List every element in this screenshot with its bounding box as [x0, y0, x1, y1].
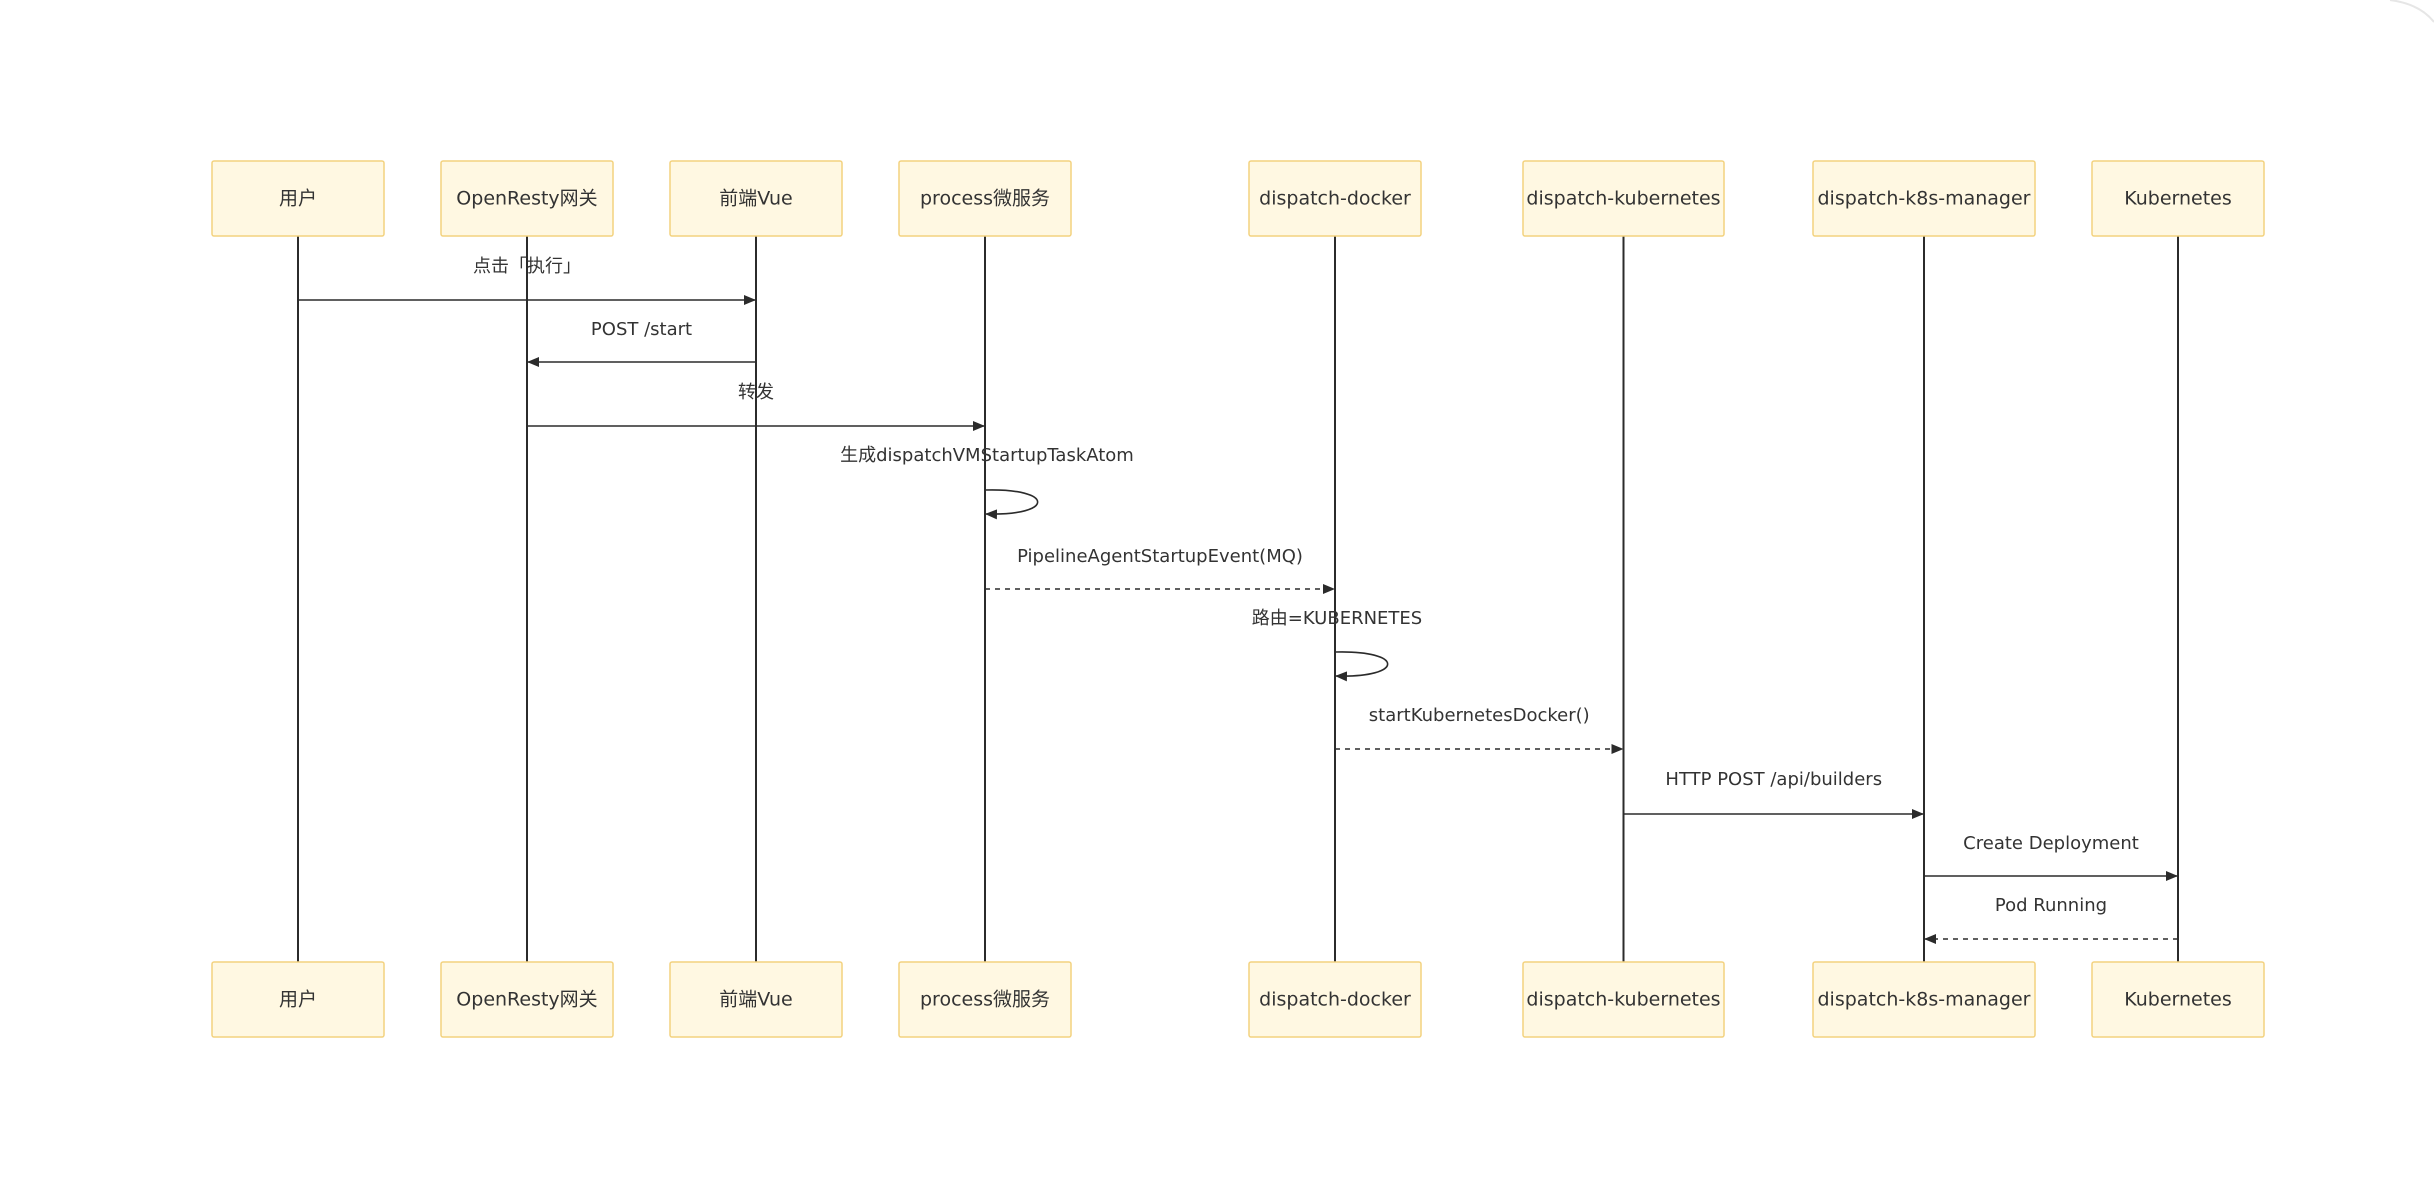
- participant-footer-row: 用户 OpenResty网关 前端Vue process微服务 dispatch-doc…: [211, 961, 2265, 1038]
- message-label: startKubernetesDocker(): [1369, 705, 1590, 726]
- participant-box-bottom-frontend: 前端Vue: [669, 961, 843, 1038]
- participant-box-bottom-process: process微服务: [898, 961, 1072, 1038]
- participant-label-user: 用户: [279, 989, 317, 1011]
- participant-box-rect: [440, 160, 614, 237]
- participant-box-rect: [1812, 961, 2036, 1038]
- message-label: PipelineAgentStartupEvent(MQ): [1017, 546, 1303, 567]
- participant-box-rect: [669, 961, 843, 1038]
- participant-box-bottom-openresty: OpenResty网关: [440, 961, 614, 1038]
- participant-box-bottom-user: 用户: [211, 961, 385, 1038]
- participant-box-rect: [211, 160, 385, 237]
- participant-box-rect: [440, 961, 614, 1038]
- message-label: Create Deployment: [1963, 833, 2139, 854]
- corner-decoration: [2389, 0, 2434, 23]
- self-message-arrow: [984, 489, 1039, 520]
- participant-label-frontend: 前端Vue: [719, 188, 792, 210]
- message-10: Pod Running: [1924, 895, 2178, 944]
- participant-label-kubernetes: Kubernetes: [2124, 188, 2232, 210]
- participant-box-top-dispatch-kubernetes: dispatch-kubernetes: [1522, 160, 1725, 237]
- participant-box-rect: [1522, 160, 1725, 237]
- lifelines: [297, 236, 2179, 962]
- participant-header-row: 用户 OpenResty网关 前端Vue process微服务 dispatch-doc…: [211, 160, 2265, 237]
- participant-label-process: process微服务: [920, 989, 1050, 1011]
- participant-box-top-dispatch-docker: dispatch-docker: [1248, 160, 1422, 237]
- participant-label-openresty: OpenResty网关: [456, 989, 597, 1011]
- participant-box-rect: [211, 961, 385, 1038]
- message-label: Pod Running: [1995, 895, 2107, 916]
- participant-box-top-kubernetes: Kubernetes: [2091, 160, 2265, 237]
- participant-box-top-user: 用户: [211, 160, 385, 237]
- message-8: HTTP POST /api/builders: [1623, 769, 1924, 819]
- participant-box-rect: [2091, 160, 2265, 237]
- participant-box-rect: [898, 160, 1072, 237]
- participant-label-dispatch-docker: dispatch-docker: [1259, 989, 1411, 1011]
- participant-box-top-openresty: OpenResty网关: [440, 160, 614, 237]
- participant-label-openresty: OpenResty网关: [456, 188, 597, 210]
- message-5: PipelineAgentStartupEvent(MQ): [985, 546, 1335, 594]
- participant-box-rect: [1522, 961, 1725, 1038]
- participant-box-rect: [1812, 160, 2036, 237]
- participant-box-rect: [1248, 961, 1422, 1038]
- participant-label-kubernetes: Kubernetes: [2124, 989, 2232, 1011]
- message-label: 路由=KUBERNETES: [1252, 608, 1422, 629]
- participant-box-rect: [1248, 160, 1422, 237]
- participant-label-process: process微服务: [920, 188, 1050, 210]
- message-9: Create Deployment: [1924, 833, 2178, 881]
- participant-label-user: 用户: [279, 188, 317, 210]
- participant-box-top-dispatch-k8s-manager: dispatch-k8s-manager: [1812, 160, 2036, 237]
- self-message-arrow: [1334, 651, 1389, 682]
- message-label: 转发: [738, 382, 774, 403]
- message-label: 点击「执行」: [473, 256, 581, 277]
- messages: 点击「执行」 POST /start 转发生成dispatchVMStartupTa…: [298, 256, 2178, 944]
- participant-box-bottom-dispatch-k8s-manager: dispatch-k8s-manager: [1812, 961, 2036, 1038]
- participant-box-bottom-dispatch-docker: dispatch-docker: [1248, 961, 1422, 1038]
- participant-box-rect: [669, 160, 843, 237]
- message-label: 生成dispatchVMStartupTaskAtom: [840, 445, 1134, 466]
- message-2: POST /start: [527, 319, 756, 367]
- participant-box-top-frontend: 前端Vue: [669, 160, 843, 237]
- message-label: POST /start: [591, 319, 692, 340]
- participant-box-rect: [2091, 961, 2265, 1038]
- participant-box-rect: [898, 961, 1072, 1038]
- participant-box-bottom-dispatch-kubernetes: dispatch-kubernetes: [1522, 961, 1725, 1038]
- message-6: 路由=KUBERNETES: [1252, 608, 1422, 682]
- participant-box-top-process: process微服务: [898, 160, 1072, 237]
- participant-label-dispatch-docker: dispatch-docker: [1259, 188, 1411, 210]
- message-3: 转发: [527, 382, 985, 431]
- participant-label-dispatch-kubernetes: dispatch-kubernetes: [1526, 188, 1720, 210]
- participant-box-bottom-kubernetes: Kubernetes: [2091, 961, 2265, 1038]
- participant-label-dispatch-k8s-manager: dispatch-k8s-manager: [1818, 989, 2031, 1011]
- participant-label-dispatch-k8s-manager: dispatch-k8s-manager: [1818, 188, 2031, 210]
- message-label: HTTP POST /api/builders: [1665, 769, 1882, 790]
- participant-label-dispatch-kubernetes: dispatch-kubernetes: [1526, 989, 1720, 1011]
- message-4: 生成dispatchVMStartupTaskAtom: [840, 445, 1134, 520]
- participant-label-frontend: 前端Vue: [719, 989, 792, 1011]
- message-1: 点击「执行」: [298, 256, 756, 305]
- message-7: startKubernetesDocker(): [1335, 705, 1624, 754]
